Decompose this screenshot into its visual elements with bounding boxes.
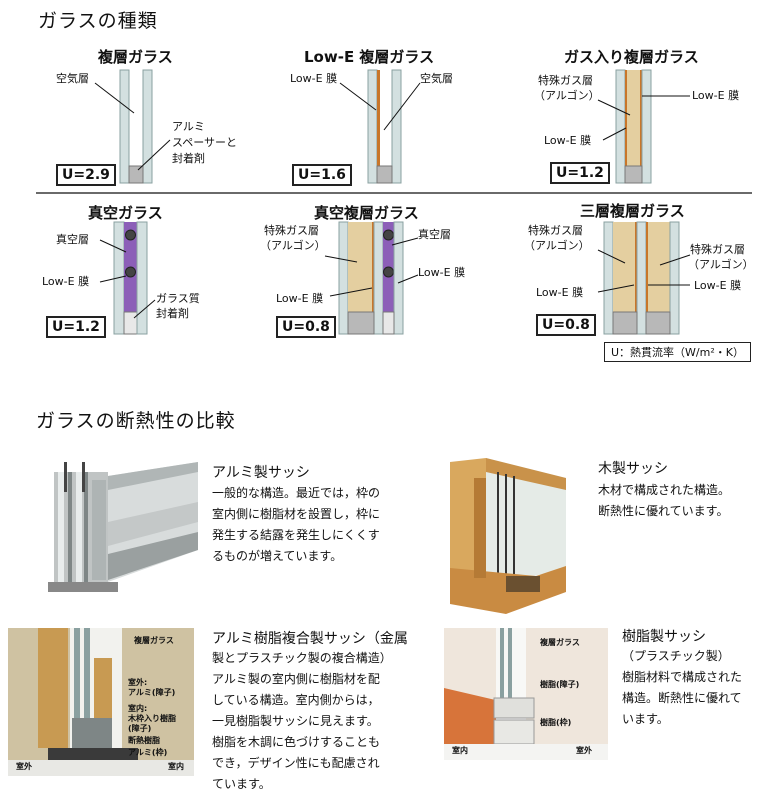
label-vacuum-layer: 真空層 (418, 228, 451, 241)
diagram-vacuum-double (324, 221, 419, 335)
callout-alum-sash: アルミ(障子) (128, 688, 176, 697)
callout-alum-frame: アルミ(枠) (128, 748, 168, 757)
section-title-glass-types: ガラスの種類 (38, 10, 158, 32)
label-lowe-film: Low-E 膜 (694, 279, 742, 292)
panel-title-vacuum: 真空ガラス (88, 204, 163, 222)
text-line: 一般的な構造。最近では，枠の (212, 486, 381, 500)
text-line: アルミ製の室内側に樹脂材を配 (212, 672, 380, 686)
u-value-badge: U=1.6 (292, 164, 352, 186)
label-lowe-film: Low-E 膜 (536, 286, 584, 299)
label-air-layer: 空気層 (56, 72, 89, 85)
diagram-gas-filled (597, 69, 690, 184)
wooden-sash-description: 木材で構成された構造。 断熱性に優れています。 (598, 480, 768, 522)
panel-title-vacuum-double: 真空複層ガラス (314, 204, 419, 222)
label-lowe-film: Low-E 膜 (276, 292, 324, 305)
label-argon: （アルゴン） (534, 89, 600, 102)
callout-interior: 室内: (128, 704, 148, 713)
diagram-triple (597, 221, 691, 335)
wooden-sash-title: 木製サッシ (598, 461, 668, 477)
text-line: るものが増えています。 (212, 549, 343, 563)
text-line: ています。 (212, 777, 271, 791)
text-line: でき，デザイン性にも配慮され (212, 756, 380, 770)
label-sealant: 封着剤 (156, 307, 189, 320)
section-title-insulation-comparison: ガラスの断熱性の比較 (36, 410, 236, 432)
label-argon: （アルゴン） (524, 239, 590, 252)
callout-indoor: 室内 (452, 746, 468, 755)
aluminum-sash-photo (48, 462, 198, 596)
wooden-sash-photo (446, 458, 578, 614)
callout-wood-resin: 木枠入り樹脂 (128, 714, 176, 723)
panel-title-lowe-double: Low-E 複層ガラス (304, 48, 435, 66)
u-value-badge: U=1.2 (550, 162, 610, 184)
u-value-badge: U=0.8 (536, 314, 596, 336)
callout-outdoor: 室外 (576, 746, 592, 755)
text-line: （プラスチック製） (622, 649, 730, 663)
aluminum-sash-title: アルミ製サッシ (212, 465, 310, 481)
callout-resin-frame: 樹脂(枠) (540, 718, 572, 727)
label-air-layer: 空気層 (420, 72, 453, 85)
resin-sash-description: （プラスチック製） 樹脂材料で構成された 構造。断熱性に優れて います。 (622, 646, 762, 730)
label-special-gas: 特殊ガス層 (528, 224, 583, 237)
label-special-gas: 特殊ガス層 (264, 224, 319, 237)
text-line: 樹脂を木調に色づけすることも (212, 735, 381, 749)
panel-title-gas-filled: ガス入り複層ガラス (564, 48, 699, 66)
label-spacer: スペーサーと (172, 136, 238, 149)
u-value-badge: U=1.2 (46, 316, 106, 338)
panel-title-double-glazing: 複層ガラス (98, 48, 173, 66)
label-aluminum: アルミ (172, 120, 205, 133)
callout-double-glass: 複層ガラス (540, 638, 580, 647)
callout-indoor: 室内 (168, 762, 184, 771)
text-line: 一見樹脂製サッシに見えます。 (212, 714, 379, 728)
label-lowe-film: Low-E 膜 (692, 89, 740, 102)
u-value-badge: U=2.9 (56, 164, 116, 186)
text-line: 室内側に樹脂材を設置し，枠に (212, 507, 381, 521)
panel-title-triple: 三層複層ガラス (580, 202, 685, 220)
composite-sash-description: 製とプラスチック製の複合構造） アルミ製の室内側に樹脂材を配 している構造。室内… (212, 648, 422, 792)
text-line: している構造。室内側からは， (212, 693, 380, 707)
text-line: 木材で構成された構造。 (598, 483, 731, 497)
u-value-legend: U：熱貫流率（W/m²・K） (604, 342, 751, 362)
label-glass-frit: ガラス質 (156, 292, 200, 305)
text-line: 構造。断熱性に優れて (622, 691, 742, 705)
label-lowe-film: Low-E 膜 (42, 275, 90, 288)
label-special-gas: 特殊ガス層 (538, 74, 593, 87)
diagram-lowe-double (339, 69, 421, 184)
label-lowe-film: Low-E 膜 (544, 134, 592, 147)
text-line: 発生する結露を発生しにくくす (212, 528, 380, 542)
label-lowe-film: Low-E 膜 (418, 266, 466, 279)
resin-sash-title: 樹脂製サッシ (622, 629, 706, 645)
resin-sash-photo: 複層ガラス 樹脂(障子) 樹脂(枠) 室内 室外 (444, 628, 608, 760)
callout-outdoor: 室外 (16, 762, 32, 771)
callout-resin-sash: 樹脂(障子) (540, 680, 580, 689)
composite-sash-title: アルミ樹脂複合製サッシ（金属 (212, 631, 408, 647)
label-argon: （アルゴン） (688, 258, 754, 271)
label-argon: （アルゴン） (260, 239, 326, 252)
callout-double-glass: 複層ガラス (134, 636, 174, 645)
callout-exterior: 室外: (128, 678, 148, 687)
label-vacuum-layer: 真空層 (56, 233, 89, 246)
text-line: います。 (622, 712, 669, 726)
composite-sash-photo: 複層ガラス 室外: アルミ(障子) 室内: 木枠入り樹脂 (障子) 断熱樹脂 ア… (8, 628, 194, 776)
text-line: 断熱性に優れています。 (598, 504, 729, 518)
text-line: 製とプラスチック製の複合構造） (212, 651, 392, 665)
callout-sash: (障子) (128, 724, 152, 733)
label-sealant: 封着剤 (172, 152, 205, 165)
u-value-badge: U=0.8 (276, 316, 336, 338)
label-special-gas: 特殊ガス層 (690, 243, 745, 256)
diagram-vacuum (99, 221, 156, 335)
diagram-double-glazing (94, 69, 171, 184)
label-lowe-film: Low-E 膜 (290, 72, 338, 85)
aluminum-sash-description: 一般的な構造。最近では，枠の 室内側に樹脂材を設置し，枠に 発生する結露を発生し… (212, 483, 422, 567)
text-line: 樹脂材料で構成された (622, 670, 743, 684)
callout-insulating-resin: 断熱樹脂 (128, 736, 160, 745)
